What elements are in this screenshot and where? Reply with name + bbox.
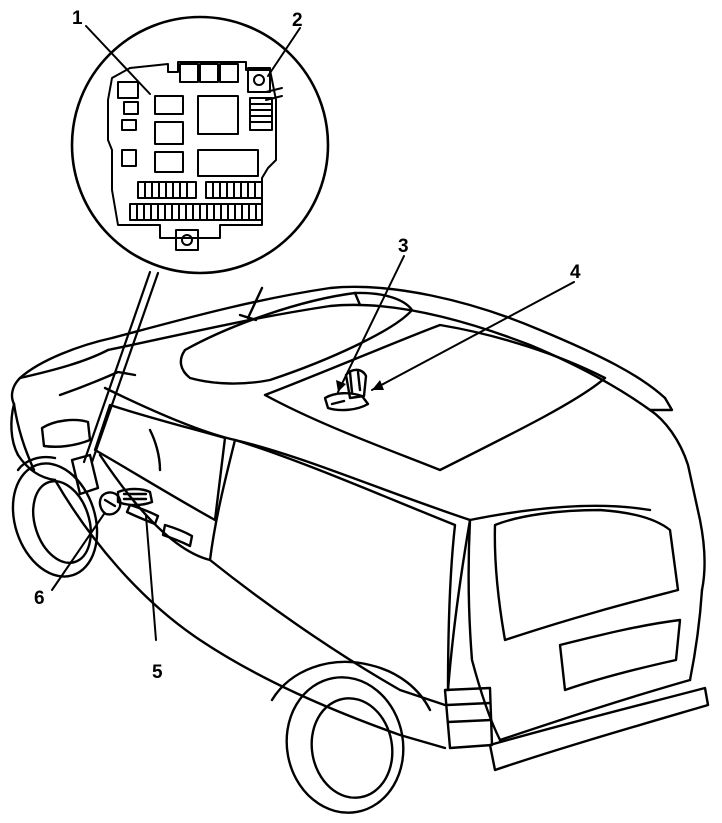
callout-6: 6 <box>34 588 45 609</box>
leader-arrowheads <box>336 380 384 392</box>
leader-lines <box>51 25 575 641</box>
callout-labels: 1 2 3 4 5 6 <box>34 8 581 683</box>
magnified-fuse-box-inset <box>70 15 330 464</box>
dash-component-cluster <box>70 453 160 526</box>
roof-component-cluster <box>323 368 370 412</box>
callout-3: 3 <box>398 236 409 257</box>
callout-5: 5 <box>152 662 163 683</box>
callout-2: 2 <box>292 10 303 31</box>
callout-4: 4 <box>570 262 581 283</box>
callout-1: 1 <box>72 8 83 29</box>
van-body <box>10 285 710 814</box>
